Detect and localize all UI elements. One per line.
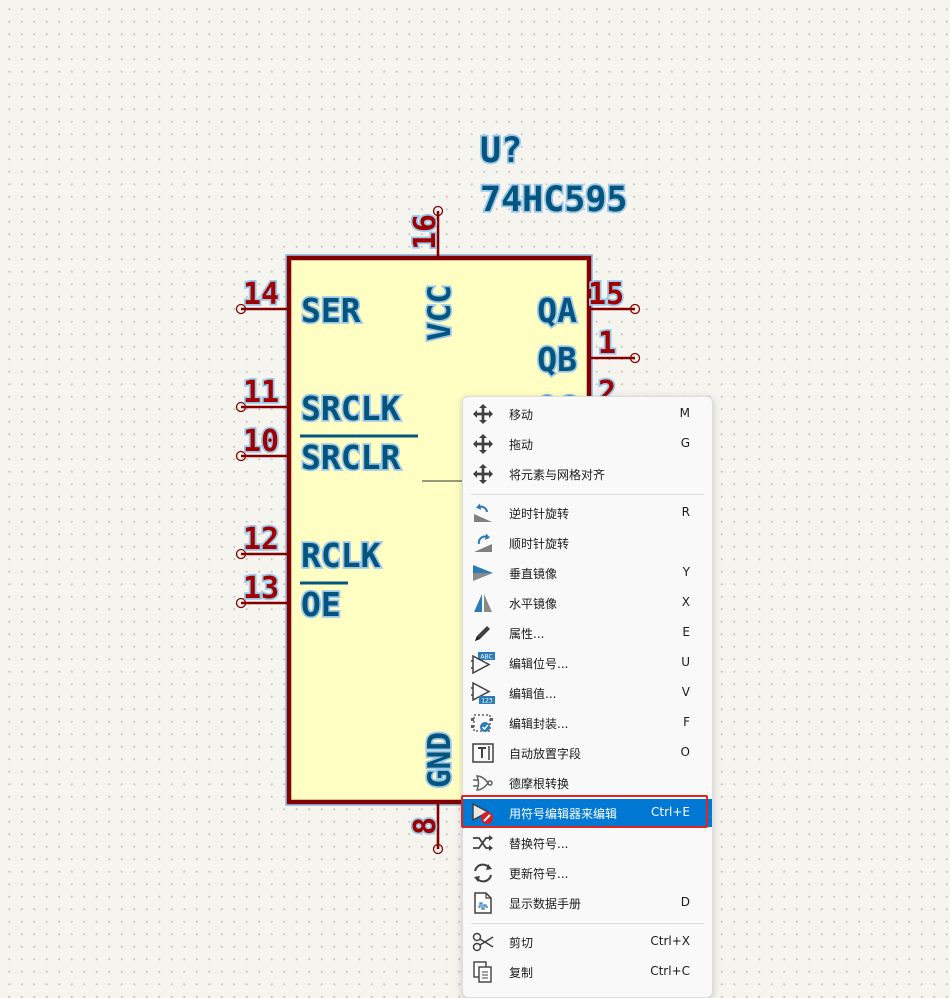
properties-icon [471, 622, 495, 644]
demorgan-icon [471, 772, 495, 794]
pin-number-8: 8 [408, 817, 443, 835]
menu-item-copy[interactable]: 复制 Ctrl+C [463, 958, 712, 986]
menu-item-edit-reference[interactable]: ABC 编辑位号... U [463, 649, 712, 677]
menu-item-mirror-vertical[interactable]: 垂直镜像 Y [463, 559, 712, 587]
menu-separator [471, 923, 704, 924]
menu-item-move[interactable]: 移动 M [463, 400, 712, 428]
pin-name-qb: QB [537, 340, 577, 379]
svg-text:ABC: ABC [480, 654, 492, 661]
pin-number-13: 13 [243, 571, 279, 606]
autoplace-fields-icon [471, 742, 495, 764]
pin-name-rclk: RCLK [301, 536, 381, 575]
pin-name-oe: OE [301, 585, 341, 624]
align-grid-icon [471, 463, 495, 485]
drag-icon [471, 433, 495, 455]
pin-vcc[interactable]: 16 VCC [406, 205, 460, 343]
menu-item-align-grid[interactable]: 将元素与网格对齐 [463, 460, 712, 488]
pin-name-gnd: GND [422, 732, 458, 788]
move-icon [471, 403, 495, 425]
menu-item-mirror-horizontal[interactable]: 水平镜像 X [463, 589, 712, 617]
pin-srclr[interactable]: 10 SRCLR [235, 422, 419, 479]
pin-number-14: 14 [243, 277, 279, 312]
rotate-ccw-icon [471, 502, 495, 524]
symbol-editor-icon [471, 802, 495, 824]
pin-ser[interactable]: 14 SER [235, 275, 362, 332]
context-menu: 移动 M 拖动 G 将元素与网格对齐 逆时针旋转 R 顺时针旋转 垂 [462, 396, 713, 998]
edit-reference-icon: ABC [471, 652, 495, 674]
pin-number-1: 1 [598, 326, 616, 361]
menu-item-cut[interactable]: 剪切 Ctrl+X [463, 928, 712, 956]
rotate-cw-icon [471, 532, 495, 554]
copy-icon [471, 961, 495, 983]
pin-gnd[interactable]: 8 GND [406, 730, 460, 855]
menu-item-rotate-cw[interactable]: 顺时针旋转 [463, 529, 712, 557]
menu-item-rotate-ccw[interactable]: 逆时针旋转 R [463, 499, 712, 527]
pin-name-vcc: VCC [422, 285, 458, 341]
pin-number-16: 16 [408, 214, 443, 250]
menu-item-edit-with-symbol-editor[interactable]: 用符号编辑器来编辑 Ctrl+E [463, 799, 712, 827]
menu-item-drag[interactable]: 拖动 G [463, 430, 712, 458]
pin-name-srclk: SRCLK [301, 389, 400, 428]
menu-item-autoplace-fields[interactable]: 自动放置字段 O [463, 739, 712, 767]
cut-icon [471, 931, 495, 953]
menu-separator [471, 494, 704, 495]
datasheet-icon [471, 892, 495, 914]
pin-number-15: 15 [588, 277, 624, 312]
pin-rclk[interactable]: 12 RCLK [235, 520, 382, 577]
mirror-vertical-icon [471, 562, 495, 584]
menu-item-properties[interactable]: 属性... E [463, 619, 712, 647]
menu-item-change-symbol[interactable]: 替换符号... [463, 829, 712, 857]
pin-number-10: 10 [243, 424, 279, 459]
update-symbol-icon [471, 862, 495, 884]
menu-item-edit-footprint[interactable]: 编辑封装... F [463, 709, 712, 737]
reference-designator[interactable]: U? [478, 129, 524, 173]
menu-item-show-datasheet[interactable]: 显示数据手册 D [463, 889, 712, 917]
edit-value-icon: 123 [471, 682, 495, 704]
mirror-horizontal-icon [471, 592, 495, 614]
pin-name-ser: SER [301, 291, 361, 330]
pin-number-12: 12 [243, 522, 279, 557]
menu-item-update-symbol[interactable]: 更新符号... [463, 859, 712, 887]
change-symbol-icon [471, 832, 495, 854]
edit-footprint-icon [471, 712, 495, 734]
menu-item-edit-value[interactable]: 123 编辑值... V [463, 679, 712, 707]
menu-item-demorgan[interactable]: 德摩根转换 [463, 769, 712, 797]
pin-name-qa: QA [537, 291, 577, 330]
pin-qb[interactable]: 1 QB [536, 324, 641, 381]
component-value[interactable]: 74HC595 [478, 178, 629, 222]
pin-name-srclr: SRCLR [301, 438, 400, 477]
pin-srclk[interactable]: 11 SRCLK [235, 373, 402, 430]
svg-text:123: 123 [481, 698, 493, 705]
pin-number-11: 11 [243, 375, 279, 410]
pin-oe[interactable]: 13 OE [235, 569, 349, 626]
pin-qa[interactable]: 15 QA [536, 275, 641, 332]
